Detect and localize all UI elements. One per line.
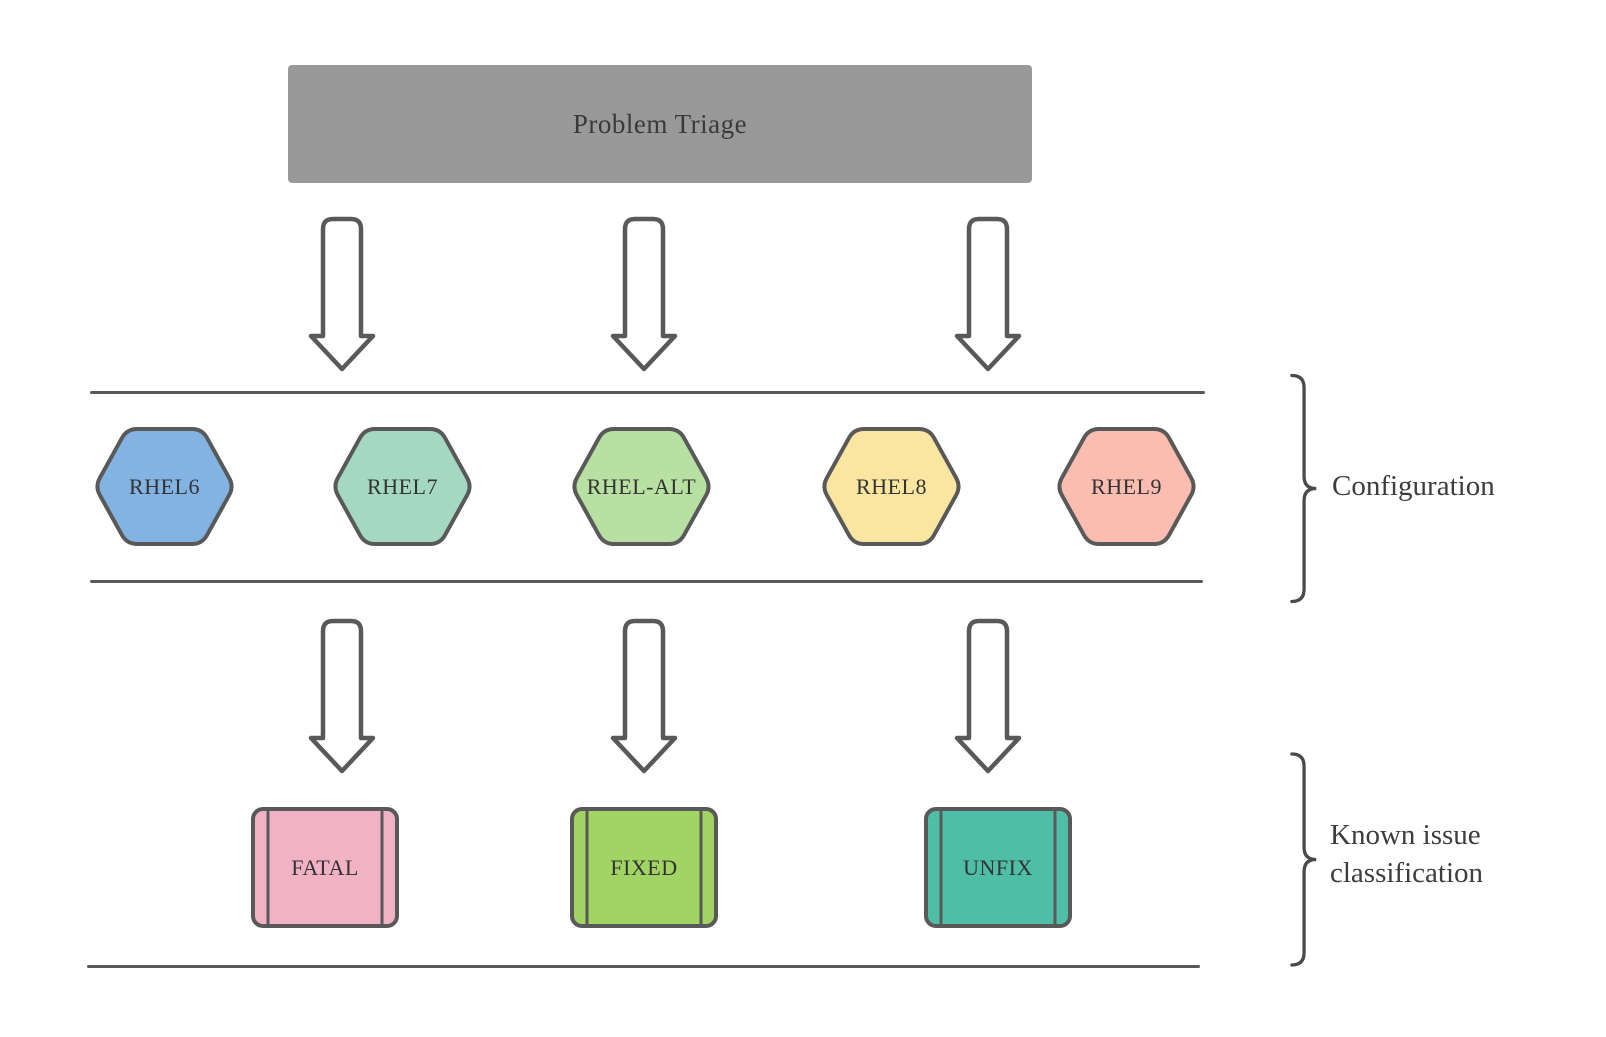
process-label: UNFIX [963,854,1033,880]
lane-divider-top [90,391,1205,394]
hexagon-label: RHEL6 [129,473,200,499]
curly-brace-configuration [1290,366,1320,611]
process-node-fixed: FIXED [570,807,718,928]
hexagon-node-rhel6: RHEL6 [95,427,234,546]
hexagon-label: RHEL9 [1091,473,1162,499]
hexagon-node-rhel-alt: RHEL-ALT [572,427,711,546]
known-issue-label-line2: classification [1330,857,1484,889]
known-issue-group-label: Known issue classification [1330,816,1483,892]
hexagon-label: RHEL-ALT [586,473,697,499]
process-label: FIXED [610,854,678,880]
problem-triage-node: Problem Triage [288,65,1032,183]
hexagon-node-rhel7: RHEL7 [333,427,472,546]
hexagon-label: RHEL7 [367,473,438,499]
hexagon-label: RHEL8 [856,473,927,499]
down-arrow-icon [953,618,1023,774]
hexagon-node-rhel9: RHEL9 [1057,427,1196,546]
problem-triage-label: Problem Triage [572,108,748,139]
process-node-fatal: FATAL [251,807,399,928]
down-arrow-icon [307,216,377,372]
down-arrow-icon [307,618,377,774]
down-arrow-icon [609,618,679,774]
lane-divider-bottom [87,965,1200,968]
process-label: FATAL [291,854,359,880]
curly-brace-known-issue [1290,745,1320,974]
down-arrow-icon [953,216,1023,372]
lane-divider-middle [90,580,1203,583]
known-issue-label-line1: Known issue [1330,819,1481,851]
hexagon-node-rhel8: RHEL8 [822,427,961,546]
configuration-group-label: Configuration [1332,470,1495,502]
down-arrow-icon [609,216,679,372]
process-node-unfix: UNFIX [924,807,1072,928]
